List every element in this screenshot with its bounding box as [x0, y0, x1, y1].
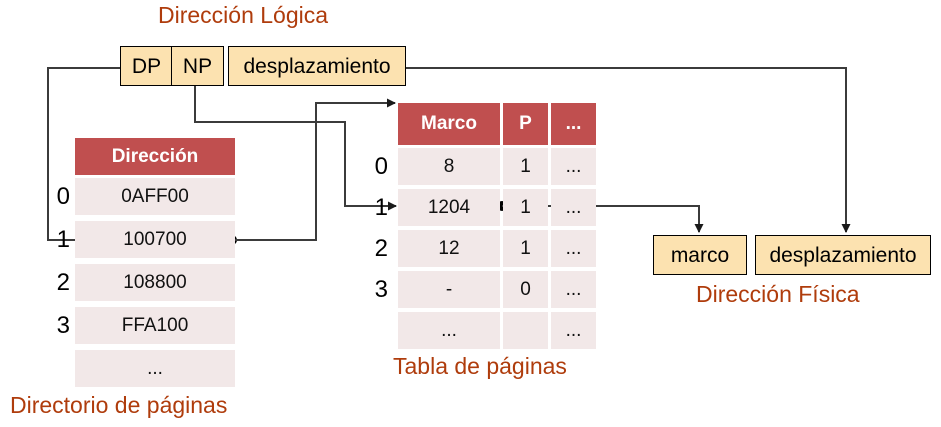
page-table-header-marco: Marco: [398, 103, 500, 145]
page-directory-cell-4-0: ...: [75, 350, 235, 387]
page-table-header-more: ...: [551, 103, 596, 145]
page-table-cell-2-0: 12: [398, 230, 500, 267]
field-physical-offset[interactable]: desplazamiento: [755, 235, 931, 275]
page-table-cell-2-1: 1: [503, 230, 548, 267]
page-directory-index-1: 1: [56, 225, 70, 253]
logical-address-title: Dirección Lógica: [158, 2, 329, 28]
field-logical-offset[interactable]: desplazamiento: [228, 46, 406, 86]
physical-address-title: Dirección Física: [696, 281, 860, 307]
page-table-cell-0-1: 1: [503, 148, 548, 185]
page-directory-cell-3-0: FFA100: [75, 307, 235, 344]
page-table-cell-2-2: ...: [551, 230, 596, 267]
page-directory-index-2: 2: [56, 268, 70, 296]
field-np[interactable]: NP: [171, 46, 224, 86]
field-dp[interactable]: DP: [120, 46, 173, 86]
page-table-index-3: 3: [374, 275, 388, 303]
page-directory-cell-1-0: 100700: [75, 221, 235, 258]
page-directory-cell-2-0: 108800: [75, 264, 235, 301]
page-table-cell-0-2: ...: [551, 148, 596, 185]
page-directory-title: Directorio de páginas: [10, 392, 228, 418]
page-table-cell-1-2: ...: [551, 189, 596, 226]
page-table-cell-4-2: ...: [551, 312, 596, 349]
page-directory-index-0: 0: [56, 182, 70, 210]
page-table-index-2: 2: [374, 234, 388, 262]
page-directory-header-direccion: Dirección: [75, 138, 235, 175]
page-table-title: Tabla de páginas: [393, 353, 567, 379]
page-table-cell-3-1: 0: [503, 271, 548, 308]
page-table-cell-4-1: [503, 312, 548, 349]
page-table-header-p: P: [503, 103, 548, 145]
page-table-cell-3-2: ...: [551, 271, 596, 308]
page-table-cell-1-1: 1: [503, 189, 548, 226]
page-directory-index-3: 3: [56, 311, 70, 339]
page-directory-cell-0-0: 0AFF00: [75, 178, 235, 215]
page-table-cell-0-0: 8: [398, 148, 500, 185]
page-table-cell-1-0: 1204: [398, 189, 500, 226]
page-table-index-0: 0: [374, 152, 388, 180]
page-table-cell-4-0: ...: [398, 312, 500, 349]
page-table-cell-3-0: -: [398, 271, 500, 308]
field-frame[interactable]: marco: [653, 235, 747, 275]
page-table-index-1: 1: [374, 193, 388, 221]
